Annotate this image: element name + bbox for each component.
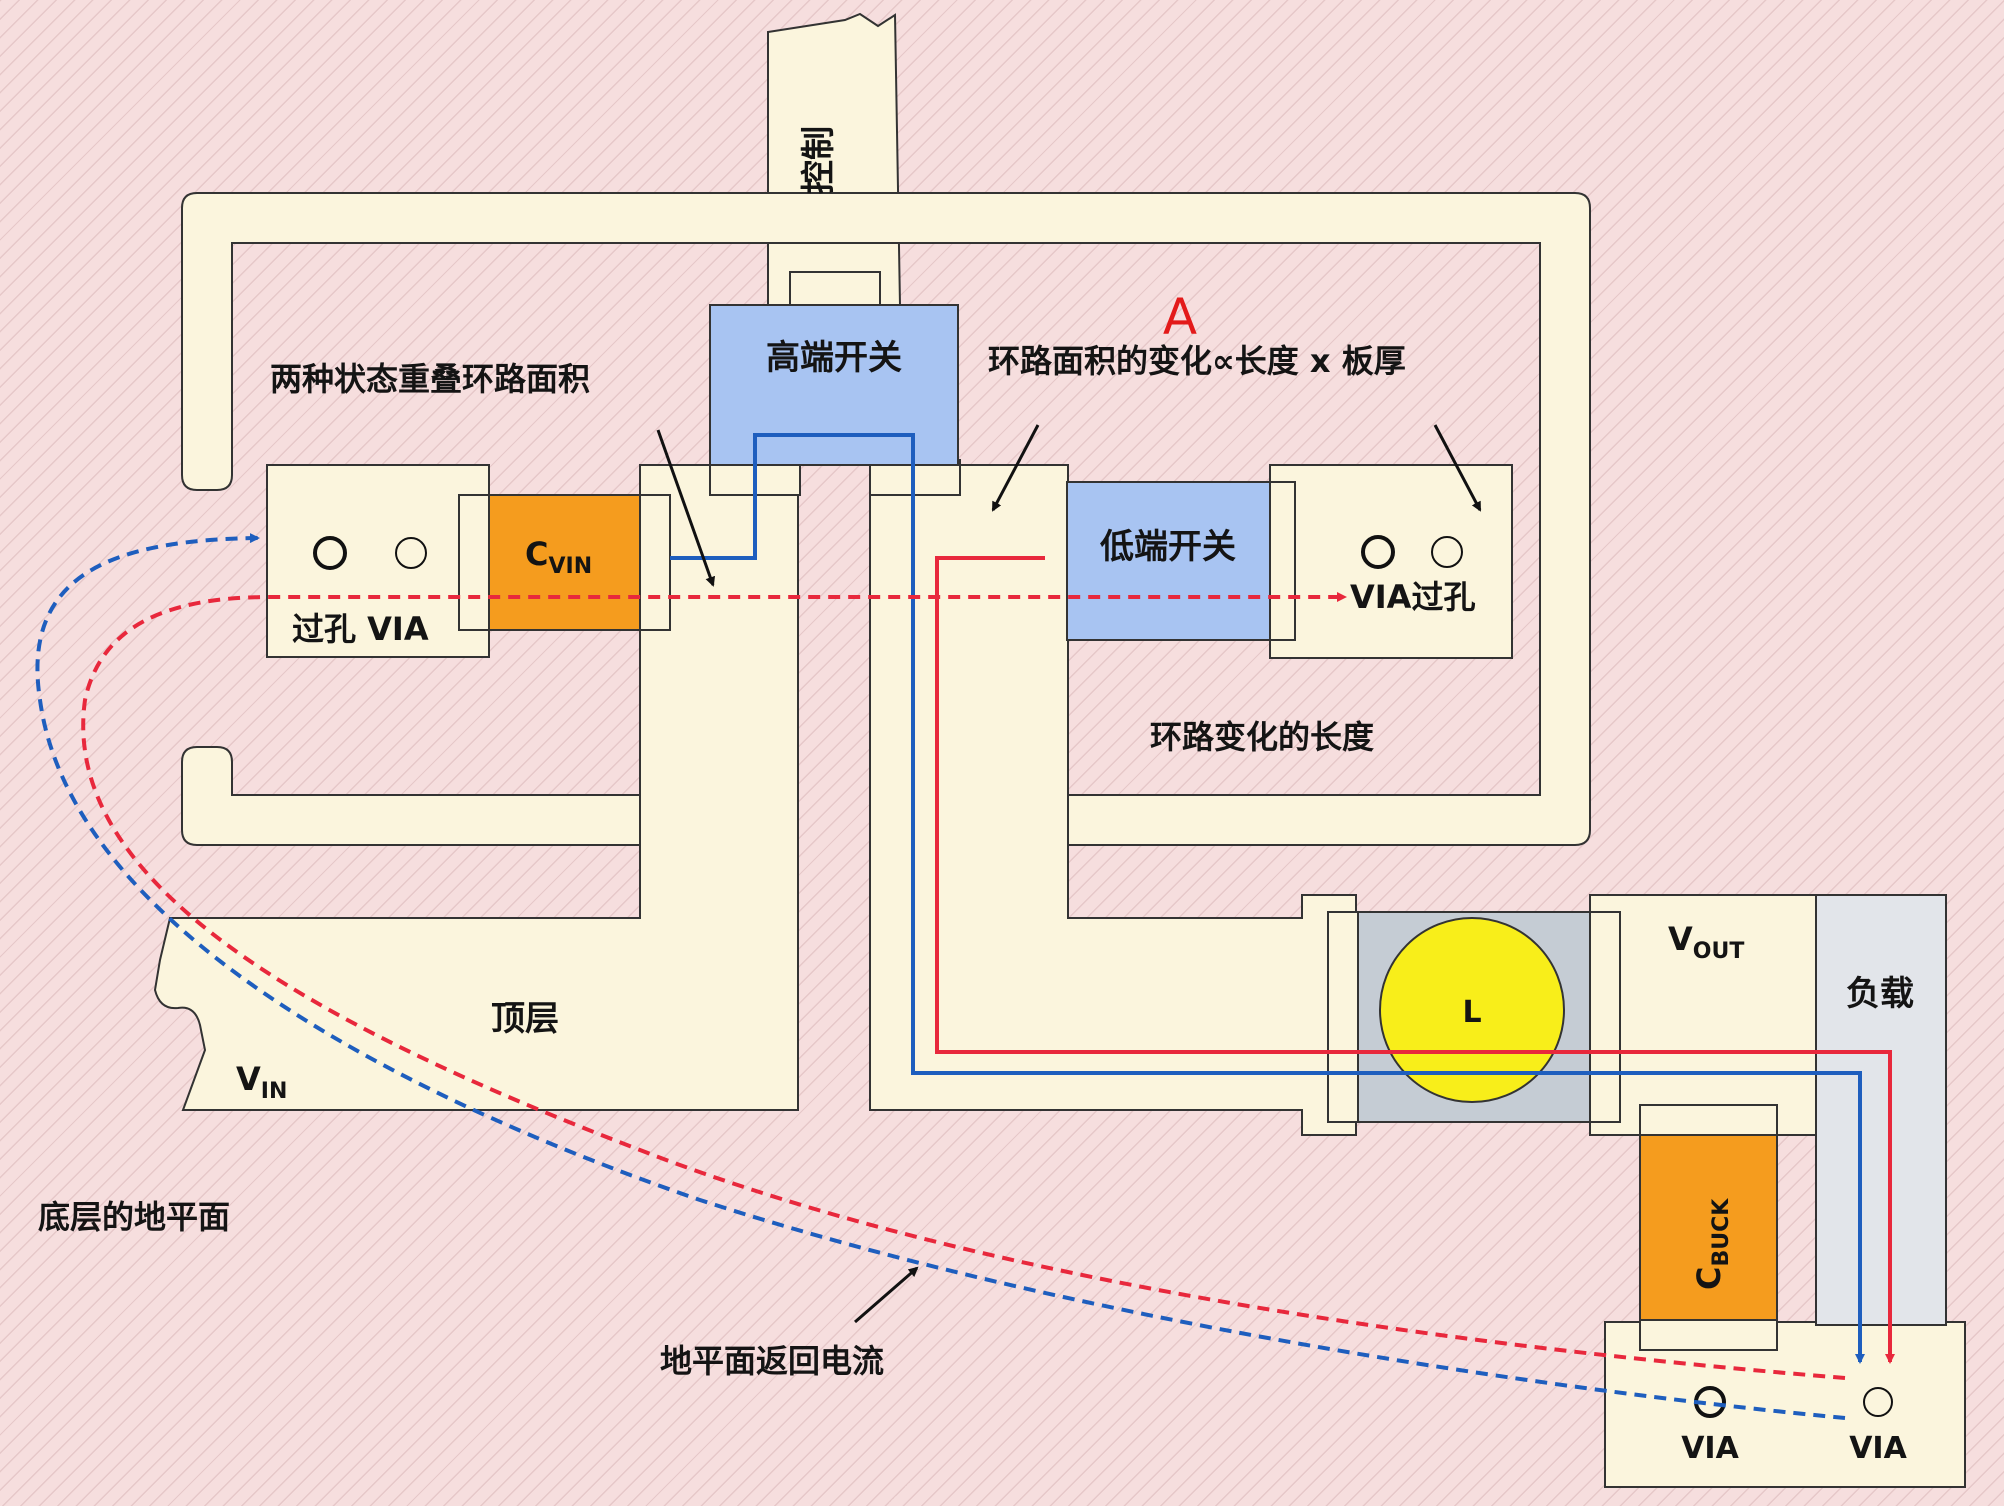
- vout-label: VOUT: [1668, 920, 1744, 964]
- inductor-label: L: [1462, 995, 1481, 1030]
- via-hole: [1863, 1387, 1893, 1417]
- cvin-end-left: [458, 494, 490, 631]
- return-current-pointer: [854, 1266, 919, 1324]
- low-side-switch-label: 低端开关: [1100, 527, 1236, 567]
- via-bottom-right-label: VIA: [1849, 1431, 1907, 1466]
- via-bottom-left-label: VIA: [1681, 1431, 1739, 1466]
- high-side-switch: [709, 304, 959, 466]
- inductor-end-right: [1589, 911, 1621, 1123]
- vin-label: VIN: [236, 1060, 287, 1104]
- via-hole: [1431, 536, 1463, 568]
- bottom-ground-plane-label: 底层的地平面: [38, 1198, 230, 1236]
- switch-node-plane: [869, 464, 1357, 1136]
- cbuck-end-bottom: [1639, 1319, 1778, 1351]
- via-right-pointer: [1433, 424, 1482, 512]
- load-block: [1815, 894, 1947, 1326]
- high-side-current-path: [670, 433, 1865, 1364]
- ground-return-current-label: 地平面返回电流: [660, 1342, 884, 1380]
- input-via-pad: [266, 464, 490, 658]
- via-hole: [395, 537, 427, 569]
- inductor-end-left: [1327, 911, 1359, 1123]
- vout-pad: [1589, 894, 1821, 1136]
- cvin-end-right: [639, 494, 671, 631]
- via-hole: [313, 536, 347, 570]
- load-label: 负载: [1846, 974, 1914, 1014]
- low-side-current-path: [935, 556, 1895, 1364]
- cvin-capacitor: [488, 494, 642, 631]
- loop-change-length-label: 环路变化的长度: [1150, 718, 1374, 756]
- cbuck-end-top: [1639, 1104, 1778, 1136]
- ground-ring-upper: [181, 192, 1591, 846]
- loop-area-formula-label: 环路面积的变化∝长度 x 板厚: [988, 342, 1406, 380]
- low-side-switch: [1066, 481, 1272, 641]
- overlap-area-pointer: [656, 429, 716, 587]
- high-side-switch-tab: [789, 271, 881, 308]
- marker-a: A: [1163, 288, 1197, 346]
- via-right-label: VIA过孔: [1350, 578, 1475, 616]
- control-label: 控制: [799, 126, 839, 194]
- overlap-area-label: 两种状态重叠环路面积: [270, 360, 590, 398]
- ground-ring-lower: [181, 746, 646, 846]
- loop-area-pointer: [991, 424, 1040, 512]
- ground-return-path-red: [81, 592, 1846, 1380]
- cvin-label: CVIN: [525, 535, 592, 579]
- vin-plane: [153, 464, 799, 1111]
- top-layer-label: 顶层: [491, 999, 559, 1039]
- low-side-switch-end: [1269, 481, 1296, 641]
- via-hole: [1361, 535, 1395, 569]
- via-left-label: 过孔 VIA: [292, 610, 429, 648]
- cbuck-label: CBUCK: [1690, 1198, 1734, 1290]
- high-side-switch-label: 高端开关: [766, 338, 902, 378]
- ground-return-path-blue: [35, 533, 1846, 1420]
- inductor-core: [1379, 917, 1565, 1103]
- cbuck-capacitor: [1639, 1134, 1778, 1321]
